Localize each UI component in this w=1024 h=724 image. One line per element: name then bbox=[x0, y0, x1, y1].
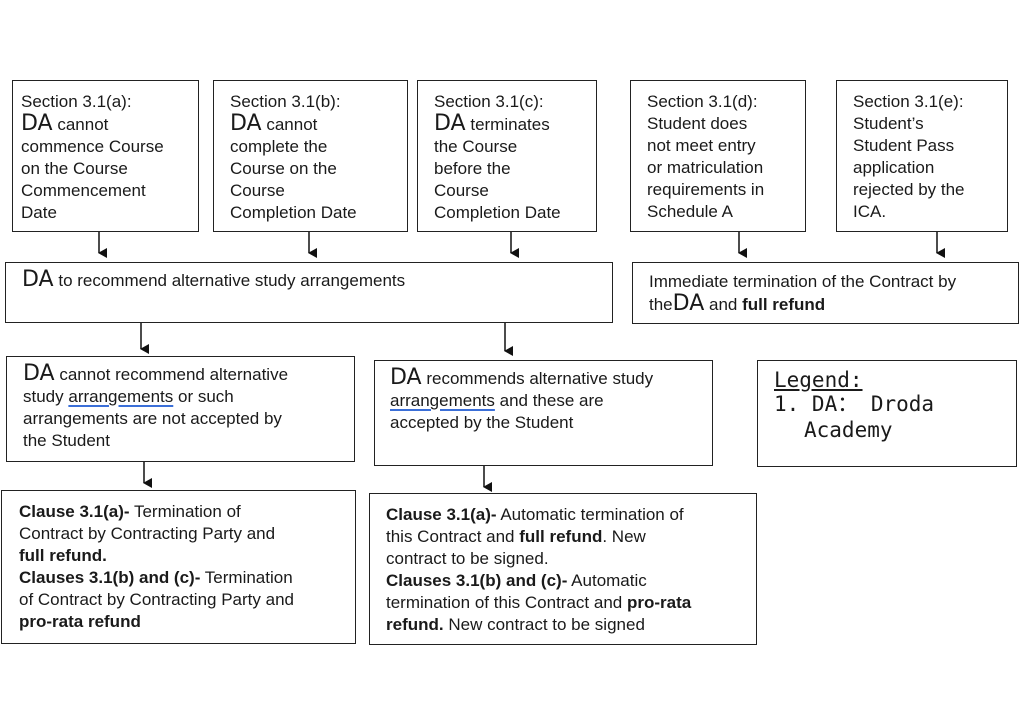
clause-right-text: this Contract and bbox=[386, 527, 515, 546]
section-c-text: Completion Date bbox=[434, 203, 561, 222]
legend-box: Legend: 1. DA： Droda Academy bbox=[757, 360, 1017, 467]
clause-right-box: Clause 3.1(a)- Automatic termination of … bbox=[369, 493, 757, 645]
section-e-box: Section 3.1(e): Student’s Student Pass a… bbox=[836, 80, 1008, 232]
section-a-text: Commencement bbox=[21, 181, 146, 200]
arrangements-word: arrangements bbox=[390, 391, 495, 410]
clause-right-text: contract to be signed. bbox=[386, 549, 549, 568]
legend-title: Legend: bbox=[774, 368, 863, 392]
section-e-text: application bbox=[853, 158, 935, 177]
clause-left-box: Clause 3.1(a)- Termination of Contract b… bbox=[1, 490, 356, 644]
section-d-box: Section 3.1(d): Student does not meet en… bbox=[630, 80, 806, 232]
full-refund-bold: full refund. bbox=[19, 546, 107, 565]
section-c-text: before the bbox=[434, 159, 511, 178]
clause-left-text: Contract by Contracting Party and bbox=[19, 524, 276, 543]
da-abbr: DA bbox=[434, 111, 466, 136]
section-d-text: Student does bbox=[647, 114, 748, 133]
cannot-line4: the Student bbox=[23, 431, 110, 450]
section-c-text: the Course bbox=[434, 137, 518, 156]
cannot-line3: arrangements are not accepted by bbox=[23, 409, 282, 428]
recommend-text: to recommend alternative study arrangeme… bbox=[58, 271, 406, 290]
section-b-text: complete the bbox=[230, 137, 328, 156]
section-e-text: Student Pass bbox=[853, 136, 955, 155]
recommends-box: DA recommends alternative study arrangem… bbox=[374, 360, 713, 466]
section-b-text: cannot bbox=[266, 115, 318, 134]
clause-right-text: Automatic bbox=[571, 571, 647, 590]
section-c-text: Course bbox=[434, 181, 489, 200]
da-abbr: DA bbox=[22, 267, 54, 292]
section-d-title: Section 3.1(d): bbox=[647, 92, 758, 111]
cannot-line1: cannot recommend alternative bbox=[59, 365, 289, 384]
clauses-3-1bc-label: Clauses 3.1(b) and (c)- bbox=[386, 571, 568, 590]
immediate-line2-mid: and bbox=[708, 295, 738, 314]
clauses-3-1bc-label: Clauses 3.1(b) and (c)- bbox=[19, 568, 201, 587]
pro-rata-refund-bold: pro-rata refund bbox=[19, 612, 141, 631]
clause-right-text: New contract to be signed bbox=[448, 615, 645, 634]
section-a-title: Section 3.1(a): bbox=[21, 92, 132, 111]
clause-3-1a-label: Clause 3.1(a)- bbox=[386, 505, 497, 524]
clause-3-1a-label: Clause 3.1(a)- bbox=[19, 502, 130, 521]
section-e-text: ICA. bbox=[853, 202, 887, 221]
clause-left-text: Termination of bbox=[133, 502, 241, 521]
section-e-title: Section 3.1(e): bbox=[853, 92, 964, 111]
da-abbr: DA bbox=[21, 111, 53, 136]
section-d-text: Schedule A bbox=[647, 202, 734, 221]
immediate-termination-box: Immediate termination of the Contract by… bbox=[632, 262, 1019, 324]
section-b-title: Section 3.1(b): bbox=[230, 92, 341, 111]
da-abbr: DA bbox=[23, 361, 55, 386]
section-e-text: rejected by the bbox=[853, 180, 965, 199]
refund-bold: refund. bbox=[386, 615, 444, 634]
da-abbr: DA bbox=[230, 111, 262, 136]
clause-left-text: of Contract by Contracting Party and bbox=[19, 590, 294, 609]
full-refund-bold: full refund bbox=[742, 295, 826, 314]
clause-right-text: termination of this Contract and bbox=[386, 593, 623, 612]
da-abbr: DA bbox=[390, 365, 422, 390]
immediate-line1: Immediate termination of the Contract by bbox=[649, 272, 957, 291]
section-c-box: Section 3.1(c): DA terminates the Course… bbox=[417, 80, 597, 232]
legend-item-cont: Academy bbox=[804, 418, 893, 442]
recommend-box: DA to recommend alternative study arrang… bbox=[5, 262, 613, 323]
section-a-text: Date bbox=[21, 203, 57, 222]
clause-right-text: Automatic termination of bbox=[500, 505, 684, 524]
recommends-line1: recommends alternative study bbox=[426, 369, 654, 388]
section-a-text: on the Course bbox=[21, 159, 128, 178]
full-refund-bold: full refund bbox=[519, 527, 603, 546]
section-a-text: cannot bbox=[57, 115, 109, 134]
section-b-text: Completion Date bbox=[230, 203, 357, 222]
section-c-text: terminates bbox=[470, 115, 550, 134]
section-b-text: Course bbox=[230, 181, 285, 200]
section-c-title: Section 3.1(c): bbox=[434, 92, 544, 111]
pro-rata-bold: pro-rata bbox=[626, 593, 692, 612]
section-b-text: Course on the bbox=[230, 159, 337, 178]
recommends-line3: accepted by the Student bbox=[390, 413, 574, 432]
cannot-recommend-box: DA cannot recommend alternative study ar… bbox=[6, 356, 355, 462]
recommends-line2-post: and these are bbox=[499, 391, 604, 410]
immediate-line2-pre: the bbox=[649, 295, 673, 314]
section-d-text: requirements in bbox=[647, 180, 765, 199]
clause-left-text: Termination bbox=[204, 568, 293, 587]
arrangements-word: arrangements bbox=[68, 387, 174, 406]
section-b-box: Section 3.1(b): DA cannot complete the C… bbox=[213, 80, 408, 232]
legend-item: 1. DA： Droda bbox=[774, 392, 935, 416]
section-a-text: commence Course bbox=[21, 137, 164, 156]
cannot-line2-post: or such bbox=[178, 387, 234, 406]
section-d-text: not meet entry bbox=[647, 136, 756, 155]
clause-right-text: . New bbox=[602, 527, 646, 546]
da-abbr: DA bbox=[672, 291, 705, 316]
section-a-box: Section 3.1(a): DA cannot commence Cours… bbox=[12, 80, 199, 232]
section-e-text: Student’s bbox=[853, 114, 924, 133]
cannot-line2-pre: study bbox=[23, 387, 64, 406]
section-d-text: or matriculation bbox=[647, 158, 764, 177]
